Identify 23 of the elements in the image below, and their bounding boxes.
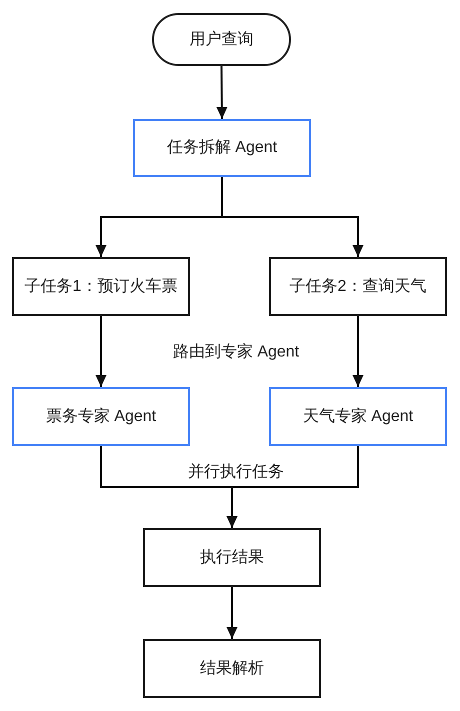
box-label: 执行结果 [200, 548, 264, 568]
arrow [226, 446, 359, 528]
arrow [216, 66, 228, 120]
box-label: 任务拆解 Agent [166, 138, 278, 158]
arrow [226, 587, 238, 639]
agent-box [12, 387, 190, 446]
agent-box [269, 387, 447, 446]
arrow [352, 316, 364, 387]
box-label: 用户查询 [190, 30, 254, 50]
arrow [96, 316, 106, 387]
process-box [12, 257, 190, 316]
box-label: 子任务2：查询天气 [290, 276, 426, 296]
box-label: 票务专家 Agent [46, 406, 156, 426]
box-label: 子任务1：预订火车票 [24, 276, 178, 296]
box-label: 结果解析 [200, 658, 264, 678]
box-label: 天气专家 Agent [302, 406, 414, 426]
annotation-text: 路由到专家 Agent [172, 342, 300, 362]
annotation-text: 并行执行任务 [188, 462, 284, 482]
start-terminal [152, 13, 291, 66]
process-box [143, 639, 321, 698]
process-box [143, 528, 321, 587]
agent-box [133, 119, 311, 177]
process-box [269, 257, 447, 316]
